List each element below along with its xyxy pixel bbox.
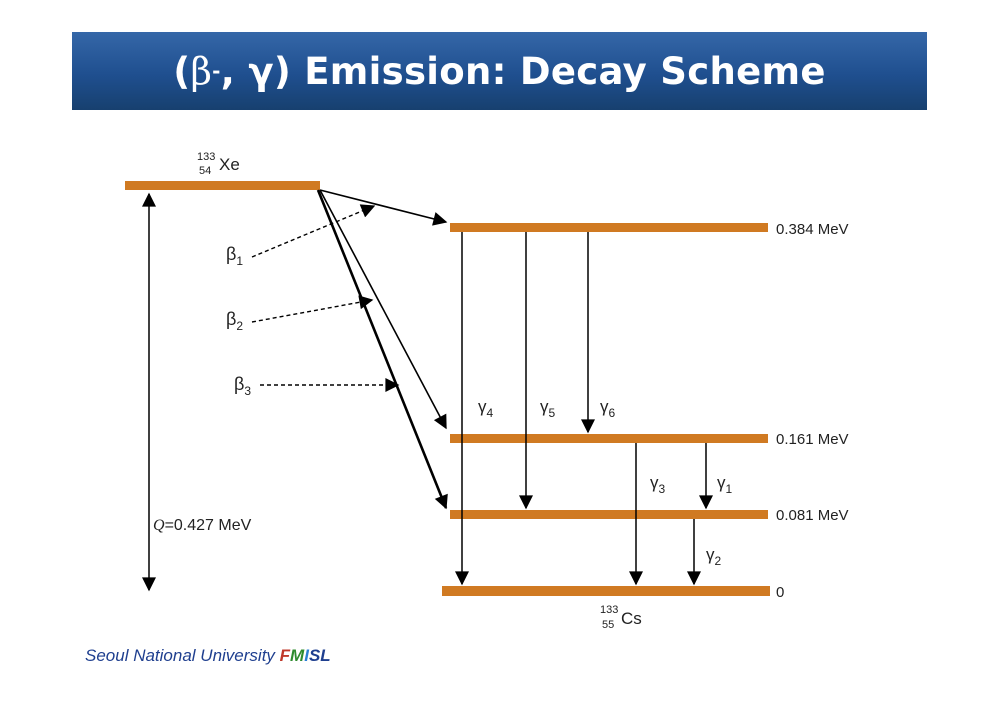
- slide-title: (β-, γ) Emission: Decay Scheme: [72, 32, 927, 110]
- gamma4-symbol: γ: [478, 397, 487, 416]
- level-label-ground: 0: [776, 584, 784, 601]
- beta1-transition-arrow: [319, 189, 448, 226]
- gamma5-symbol: γ: [540, 397, 549, 416]
- daughter-atomic-number: 55: [602, 619, 614, 631]
- level-label-0081: 0.081 MeV: [776, 507, 849, 524]
- level-bar-ground: [442, 586, 770, 596]
- footer-lab-s: S: [308, 646, 321, 665]
- gamma6-symbol: γ: [600, 397, 609, 416]
- daughter-symbol: Cs: [621, 609, 642, 628]
- gamma4-subscript: 4: [487, 406, 494, 420]
- gamma2-label: γ2: [706, 545, 722, 568]
- beta3-symbol: β: [234, 374, 244, 394]
- q-value-text: =0.427 MeV: [165, 517, 252, 534]
- footer-lab-i: I: [304, 646, 309, 665]
- parent-atomic-number: 54: [199, 165, 211, 177]
- beta3-subscript: 3: [244, 384, 251, 398]
- level-bar-0081: [450, 510, 768, 519]
- gamma6-subscript: 6: [609, 406, 616, 420]
- beta3-label: β3: [234, 374, 251, 398]
- footer-credit: Seoul National University FMISL: [85, 646, 331, 666]
- beta1-label: β1: [226, 244, 243, 268]
- title-open-paren: (: [173, 49, 191, 93]
- gamma3-symbol: γ: [650, 473, 659, 492]
- footer-lab-f: F: [279, 646, 291, 665]
- gamma4-label: γ4: [478, 397, 494, 420]
- footer-lab-l: L: [320, 646, 331, 665]
- daughter-mass-number: 133: [600, 604, 618, 616]
- level-label-0384: 0.384 MeV: [776, 221, 849, 238]
- gamma1-symbol: γ: [717, 473, 726, 492]
- gamma5-label: γ5: [540, 397, 556, 420]
- gamma6-label: γ6: [600, 397, 616, 420]
- beta3-transition-arrow: [316, 189, 448, 510]
- title-rest: , γ) Emission: Decay Scheme: [220, 49, 826, 93]
- gamma5-subscript: 5: [549, 406, 556, 420]
- parent-symbol: Xe: [219, 155, 240, 174]
- q-value-label: Q=0.427 MeV: [153, 517, 252, 534]
- beta2-pointer-arrow: [251, 295, 374, 323]
- beta1-symbol: β: [226, 244, 236, 264]
- beta1-subscript: 1: [236, 254, 243, 268]
- q-symbol: Q: [153, 517, 165, 534]
- level-bar-parent: [125, 181, 320, 190]
- beta2-subscript: 2: [236, 319, 243, 333]
- gamma1-subscript: 1: [726, 482, 733, 496]
- footer-lab-name: FMISL: [280, 646, 331, 665]
- title-beta: β: [190, 49, 213, 93]
- level-bar-0384: [450, 223, 768, 232]
- gamma1-label: γ1: [717, 473, 733, 496]
- parent-mass-number: 133: [197, 151, 215, 163]
- footer-lab-m: M: [290, 646, 305, 665]
- footer-institution: Seoul National University: [85, 646, 275, 665]
- level-label-0161: 0.161 MeV: [776, 431, 849, 448]
- beta1-pointer-arrow: [251, 204, 376, 258]
- beta2-transition-arrow: [319, 189, 447, 430]
- gamma3-label: γ3: [650, 473, 666, 496]
- level-bar-0161: [450, 434, 768, 443]
- gamma2-symbol: γ: [706, 545, 715, 564]
- gamma3-subscript: 3: [659, 482, 666, 496]
- beta2-label: β2: [226, 309, 243, 333]
- gamma2-subscript: 2: [715, 554, 722, 568]
- beta2-symbol: β: [226, 309, 236, 329]
